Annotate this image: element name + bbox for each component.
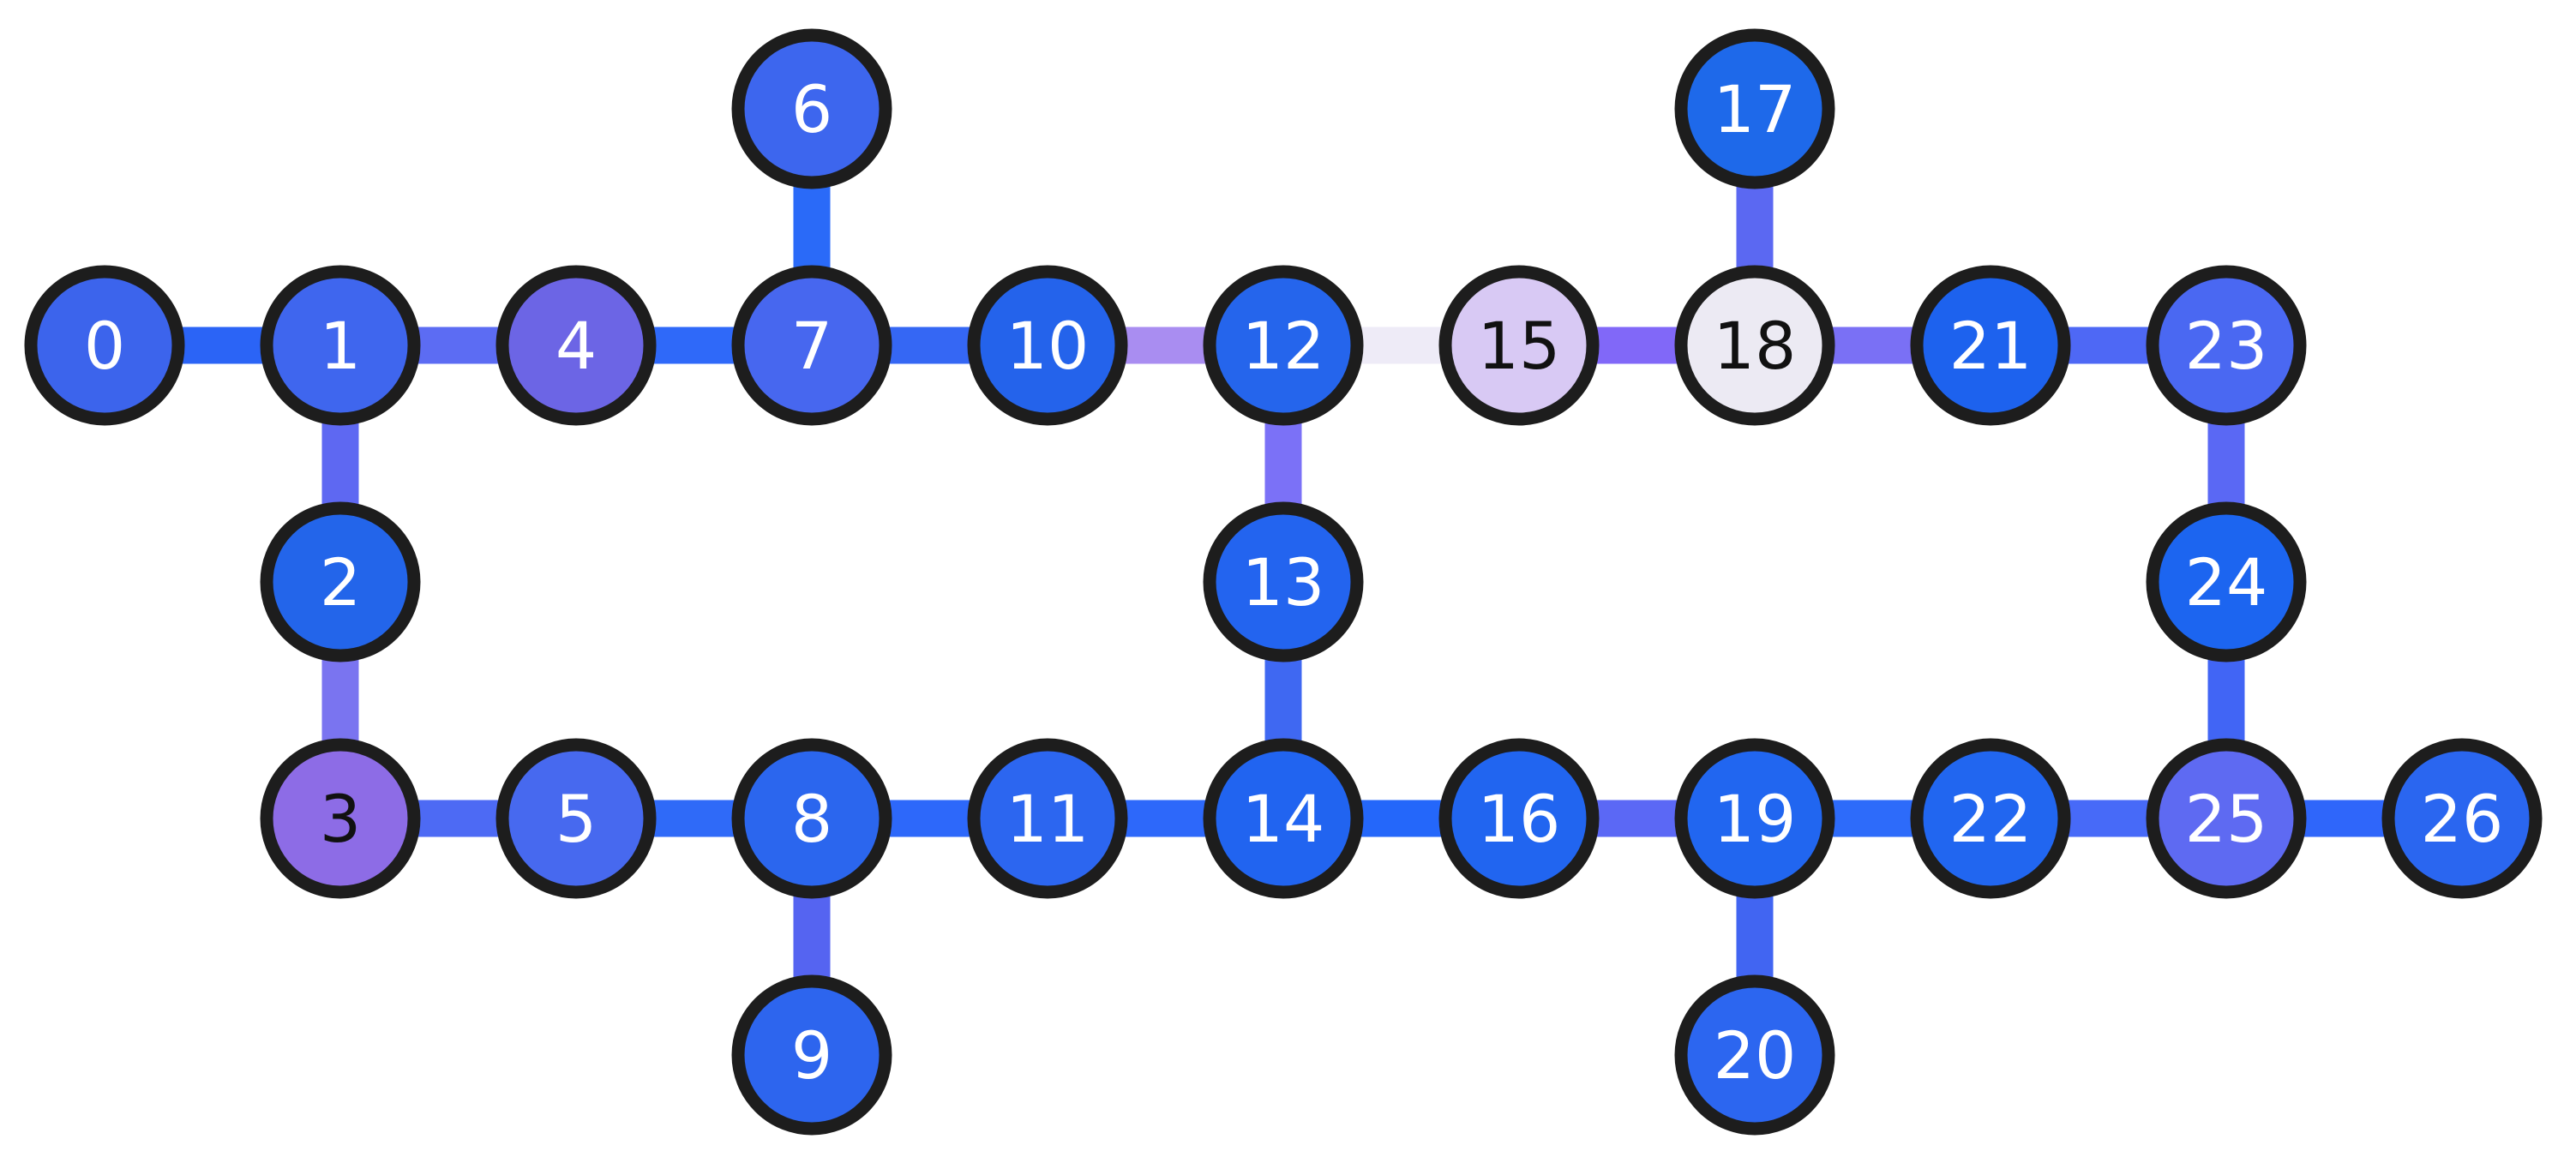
node-3: 3 xyxy=(260,738,421,899)
node-21: 21 xyxy=(1910,265,2071,426)
node-11: 11 xyxy=(967,738,1128,899)
node-23: 23 xyxy=(2146,265,2307,426)
node-24: 24 xyxy=(2146,501,2307,662)
node-circle-23 xyxy=(2146,265,2307,426)
node-25: 25 xyxy=(2146,738,2307,899)
node-circle-2 xyxy=(260,501,421,662)
node-circle-21 xyxy=(1910,265,2071,426)
node-10: 10 xyxy=(967,265,1128,426)
node-circle-8 xyxy=(731,738,892,899)
node-circle-15 xyxy=(1438,265,1600,426)
node-circle-6 xyxy=(731,28,892,189)
node-circle-19 xyxy=(1674,738,1835,899)
node-circle-12 xyxy=(1203,265,1364,426)
node-2: 2 xyxy=(260,501,421,662)
node-circle-3 xyxy=(260,738,421,899)
node-circle-26 xyxy=(2381,738,2543,899)
node-15: 15 xyxy=(1438,265,1600,426)
node-circle-9 xyxy=(731,974,892,1136)
node-circle-4 xyxy=(495,265,657,426)
node-circle-18 xyxy=(1674,265,1835,426)
node-circle-13 xyxy=(1203,501,1364,662)
node-1: 1 xyxy=(260,265,421,426)
node-26: 26 xyxy=(2381,738,2543,899)
node-circle-0 xyxy=(24,265,185,426)
node-circle-25 xyxy=(2146,738,2307,899)
node-circle-20 xyxy=(1674,974,1835,1136)
node-20: 20 xyxy=(1674,974,1835,1136)
node-circle-16 xyxy=(1438,738,1600,899)
node-circle-24 xyxy=(2146,501,2307,662)
node-8: 8 xyxy=(731,738,892,899)
node-7: 7 xyxy=(731,265,892,426)
node-22: 22 xyxy=(1910,738,2071,899)
node-circle-10 xyxy=(967,265,1128,426)
node-13: 13 xyxy=(1203,501,1364,662)
node-5: 5 xyxy=(495,738,657,899)
node-6: 6 xyxy=(731,28,892,189)
node-circle-1 xyxy=(260,265,421,426)
node-19: 19 xyxy=(1674,738,1835,899)
node-circle-7 xyxy=(731,265,892,426)
node-circle-14 xyxy=(1203,738,1364,899)
node-18: 18 xyxy=(1674,265,1835,426)
node-0: 0 xyxy=(24,265,185,426)
node-circle-22 xyxy=(1910,738,2071,899)
node-circle-5 xyxy=(495,738,657,899)
node-16: 16 xyxy=(1438,738,1600,899)
node-4: 4 xyxy=(495,265,657,426)
node-circle-17 xyxy=(1674,28,1835,189)
node-9: 9 xyxy=(731,974,892,1136)
node-12: 12 xyxy=(1203,265,1364,426)
node-17: 17 xyxy=(1674,28,1835,189)
node-circle-11 xyxy=(967,738,1128,899)
node-14: 14 xyxy=(1203,738,1364,899)
